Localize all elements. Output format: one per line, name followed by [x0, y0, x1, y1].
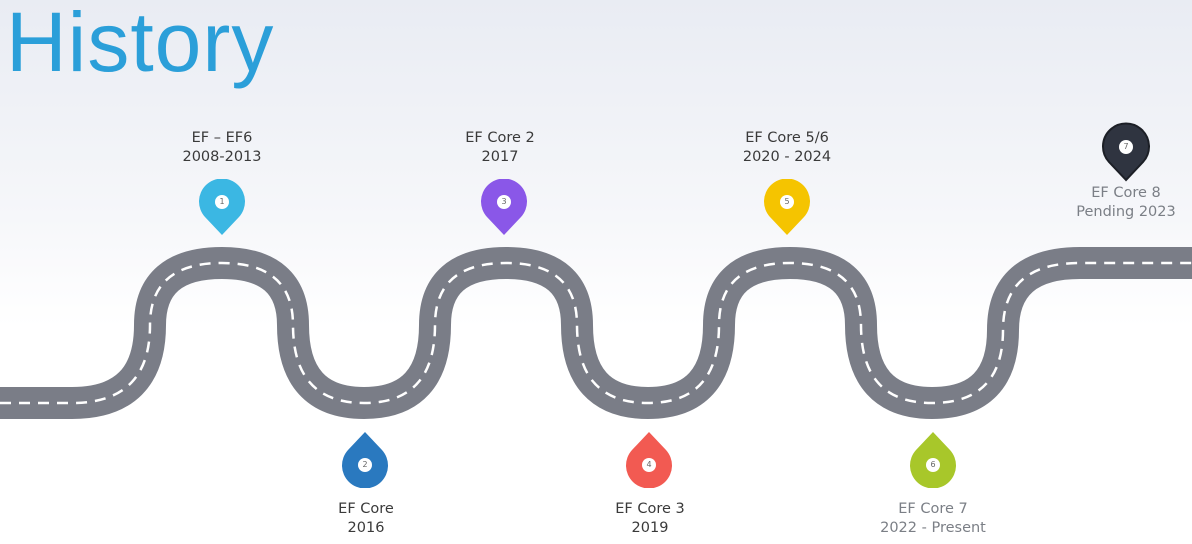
milestone-4-number: 4: [642, 458, 656, 472]
milestone-6-name: EF Core 7: [898, 501, 968, 517]
milestone-4-date: 2019: [631, 520, 669, 536]
milestone-2-date: 2016: [347, 520, 385, 536]
milestone-4-pin: 4: [624, 430, 674, 492]
milestone-7-name: EF Core 8: [1091, 185, 1161, 201]
milestone-3-label: EF Core 2 2017: [400, 129, 600, 167]
milestone-6-number: 6: [926, 458, 940, 472]
milestone-7-date: Pending 2023: [1076, 204, 1176, 220]
milestone-3-date: 2017: [481, 149, 519, 165]
milestone-1-number: 1: [215, 195, 229, 209]
milestone-4-label: EF Core 3 2019: [550, 500, 750, 538]
milestone-5-number: 5: [780, 195, 794, 209]
milestone-1-date: 2008-2013: [182, 149, 262, 165]
milestone-2-number: 2: [358, 458, 372, 472]
milestone-2-label: EF Core 2016: [266, 500, 466, 538]
road: [0, 246, 1192, 420]
page-title: History: [6, 0, 275, 89]
milestone-3-number: 3: [497, 195, 511, 209]
milestone-7-number: 7: [1119, 140, 1133, 154]
milestone-3-pin: 3: [479, 178, 529, 241]
milestone-6-pin: 6: [908, 430, 958, 492]
milestone-1-pin: 1: [197, 178, 247, 241]
milestone-2-pin: 2: [340, 430, 390, 492]
milestone-3-name: EF Core 2: [465, 130, 535, 146]
milestone-5-pin: 5: [762, 178, 812, 241]
road-center-line: [0, 261, 1192, 405]
milestone-7-label: EF Core 8 Pending 2023: [1026, 184, 1192, 222]
milestone-5-date: 2020 - 2024: [742, 149, 832, 165]
milestone-2-name: EF Core: [338, 501, 394, 517]
milestone-1-label: EF – EF6 2008-2013: [122, 129, 322, 167]
milestone-5-name: EF Core 5/6: [745, 130, 829, 146]
milestone-1-name: EF – EF6: [191, 130, 253, 146]
milestone-7-pin: 7: [1101, 122, 1151, 186]
milestone-4-name: EF Core 3: [615, 501, 685, 517]
milestone-6-label: EF Core 7 2022 - Present: [833, 500, 1033, 538]
milestone-5-label: EF Core 5/6 2020 - 2024: [687, 129, 887, 167]
milestone-6-date: 2022 - Present: [880, 520, 986, 536]
